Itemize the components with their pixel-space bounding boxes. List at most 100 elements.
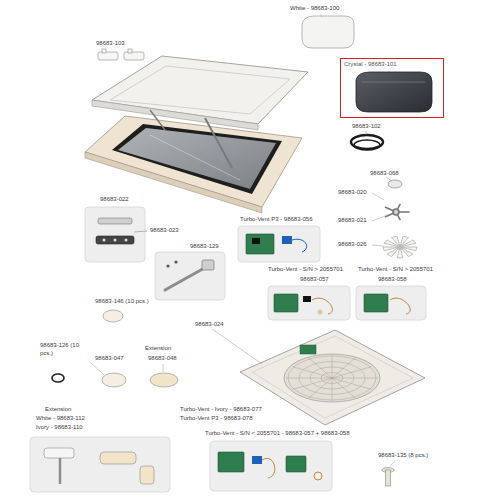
circuit-board-set [218, 452, 322, 480]
drawing-stroke [286, 456, 306, 472]
part-number: Ivory - 98683-110 [36, 424, 83, 432]
drawing-stroke [372, 193, 384, 200]
part-number: 98683-058 [378, 276, 407, 284]
drawing-stroke [332, 378, 355, 398]
drawing-stroke [386, 470, 391, 486]
drawing-stroke [292, 378, 332, 390]
drawing-stroke [364, 294, 388, 312]
drawing-stroke [356, 286, 426, 320]
circuit-board [246, 234, 307, 254]
part-number: 98683-146 (10 pcs.) [95, 298, 149, 306]
part-number: 98683-135 (8 pcs.) [378, 452, 428, 460]
drawing-stroke [386, 177, 392, 181]
small-parts [52, 373, 178, 387]
drawing-stroke [332, 358, 355, 378]
part-number: Turbo-Vent - Ivory - 98683-077 [180, 406, 262, 414]
part-number: 98683-102 [352, 123, 381, 131]
drawing-stroke [274, 294, 298, 312]
drawing-stroke [125, 239, 128, 242]
part-number: White - 98683-100 [290, 5, 339, 13]
drawing-stroke [92, 56, 308, 124]
fan-blades [383, 236, 417, 258]
drawing-stroke [372, 215, 388, 221]
base-plate [240, 330, 425, 425]
drawing-stroke [240, 330, 425, 425]
part-number: 98683-026 [338, 241, 367, 249]
drawing-stroke [98, 218, 132, 224]
vent-lid [92, 56, 308, 168]
drawing-stroke [312, 298, 332, 314]
part-number: Extension [145, 345, 171, 353]
drawing-stroke [128, 49, 132, 53]
drawing-stroke [59, 458, 62, 484]
drawing-stroke [314, 472, 322, 480]
drawing-stroke [320, 14, 322, 17]
drawing-stroke [351, 135, 383, 149]
drawing-stroke [92, 100, 258, 130]
drawing-stroke [397, 244, 403, 250]
drawing-stroke [268, 286, 350, 320]
drawing-stroke [238, 226, 320, 262]
drawing-stroke [102, 373, 126, 387]
drawing-stroke [332, 378, 378, 379]
part-number: Turbo-Vent P3 - 98683-056 [240, 216, 313, 224]
part-number: 98683-021 [338, 217, 367, 225]
drawing-stroke [155, 252, 225, 300]
part-number: 98683-022 [100, 196, 129, 204]
drawing-stroke [286, 355, 378, 401]
drawing-stroke [372, 245, 384, 246]
part-number: 98683-047 [95, 355, 124, 363]
part-number: Extension [45, 406, 71, 414]
drawing-stroke [85, 207, 145, 262]
drawing-stroke [292, 239, 307, 252]
bracket [96, 218, 147, 244]
drawing-stroke [252, 336, 413, 418]
drawing-stroke [165, 266, 208, 290]
drawing-stroke [218, 452, 244, 472]
drawing-stroke [140, 466, 154, 484]
drawing-stroke [286, 378, 332, 379]
drawing-stroke [112, 124, 282, 194]
part-number: Turbo-Vent P3 - 98683-078 [180, 415, 253, 423]
group-panel [30, 207, 426, 492]
drawing-stroke [390, 461, 395, 466]
drawing-stroke [303, 296, 311, 302]
part-number: 98683-048 [148, 355, 177, 363]
drawing-stroke [44, 448, 74, 458]
drawing-stroke [118, 128, 276, 189]
drawing-stroke [30, 437, 170, 492]
drawing-stroke [354, 140, 380, 150]
drawing-stroke [150, 373, 178, 387]
drawing-stroke [163, 364, 164, 372]
motor-cap [388, 180, 402, 188]
drawing-stroke [292, 367, 332, 379]
part-number: 98683-023 [150, 227, 179, 235]
part-number: 98683-103 [96, 40, 125, 48]
drawing-stroke [150, 110, 165, 130]
drawing-stroke [98, 52, 118, 60]
drawing-stroke [309, 358, 332, 378]
cover-crystal [356, 72, 432, 112]
part-number: 98683-024 [195, 321, 224, 329]
drawing-stroke [96, 236, 134, 244]
drawing-stroke [90, 362, 104, 375]
drawing-stroke [124, 52, 144, 60]
drawing-stroke [318, 310, 323, 315]
drawing-stroke [309, 378, 332, 398]
drawing-stroke [302, 16, 354, 48]
part-number: White - 98683-112 [36, 415, 85, 423]
drawing-stroke [174, 260, 177, 263]
extension-crank [44, 448, 154, 484]
part-number: Turbo-Vent - S/N > 2055701 [358, 266, 433, 274]
drawing-stroke [362, 82, 425, 83]
part-number: Turbo-Vent - S/N > 2055701 [268, 266, 343, 274]
fan-spider [385, 204, 409, 219]
part-number: 98683-057 [300, 276, 329, 284]
drawing-stroke [103, 310, 123, 322]
drawing-stroke [100, 452, 136, 464]
part-number: 98683-068 [370, 170, 399, 178]
part-number: 98683-020 [338, 189, 367, 197]
drawing-stroke [390, 298, 410, 314]
drawing-stroke [210, 441, 332, 491]
